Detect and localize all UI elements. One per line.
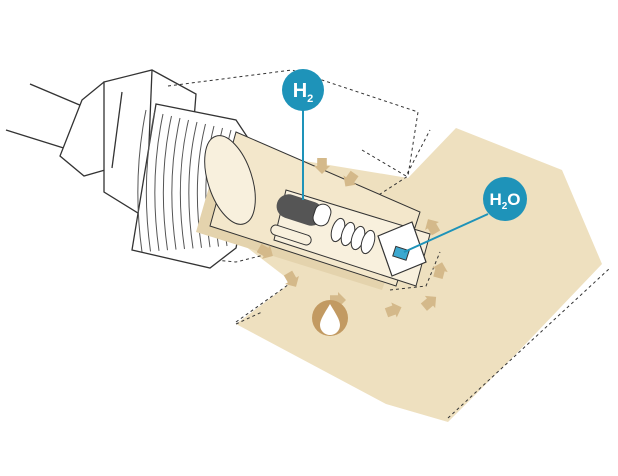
inflow-arrow-icon [425, 219, 441, 236]
thread-line [179, 119, 189, 250]
pipe-edge-bottom [235, 311, 263, 325]
electrode-assembly [270, 189, 441, 291]
pipe-edge-top [361, 129, 431, 177]
h2-callout: H2 [282, 69, 324, 200]
tube-end [204, 135, 256, 225]
vent-slot [270, 224, 312, 246]
thread-line [145, 111, 155, 252]
inflow-arrow-icon [432, 262, 448, 279]
sensor-cables [5, 83, 83, 151]
thread-line [162, 115, 172, 251]
h2-label: H2 [293, 80, 314, 105]
cable-2 [5, 129, 71, 151]
h2o-badge [483, 177, 527, 221]
hydrogen-chamber [276, 194, 324, 226]
h2o-callout: H2O [403, 177, 527, 253]
spring-coil [330, 217, 376, 255]
inflow-arrow-icon [420, 295, 437, 311]
inflow-arrow-icon [384, 302, 402, 318]
thread-line [137, 109, 147, 253]
water-droplet-icon [312, 300, 348, 336]
chamber-highlight [312, 203, 332, 227]
coil-ring [360, 229, 376, 255]
inflow-arrow-icon [343, 170, 359, 187]
thread-line [171, 117, 181, 250]
thread-line [154, 113, 164, 251]
inflow-arrow-icon [256, 243, 273, 259]
thread-line [188, 121, 198, 249]
h2o-leader-line [403, 213, 489, 253]
h2-badge [282, 69, 324, 111]
measurement-cell [392, 245, 410, 261]
inflow-arrows [256, 158, 448, 318]
droplet-shape [320, 304, 340, 335]
tube-dashed-outline [389, 251, 441, 291]
inflow-arrow-icon [314, 158, 330, 174]
pipe-edge-right [447, 267, 611, 419]
cable-1 [29, 83, 83, 107]
inflow-arrow-icon [283, 270, 299, 287]
h2o-label: H2O [489, 190, 520, 212]
housing-dashed-outline [167, 69, 419, 263]
nut-edge-1 [111, 91, 123, 169]
